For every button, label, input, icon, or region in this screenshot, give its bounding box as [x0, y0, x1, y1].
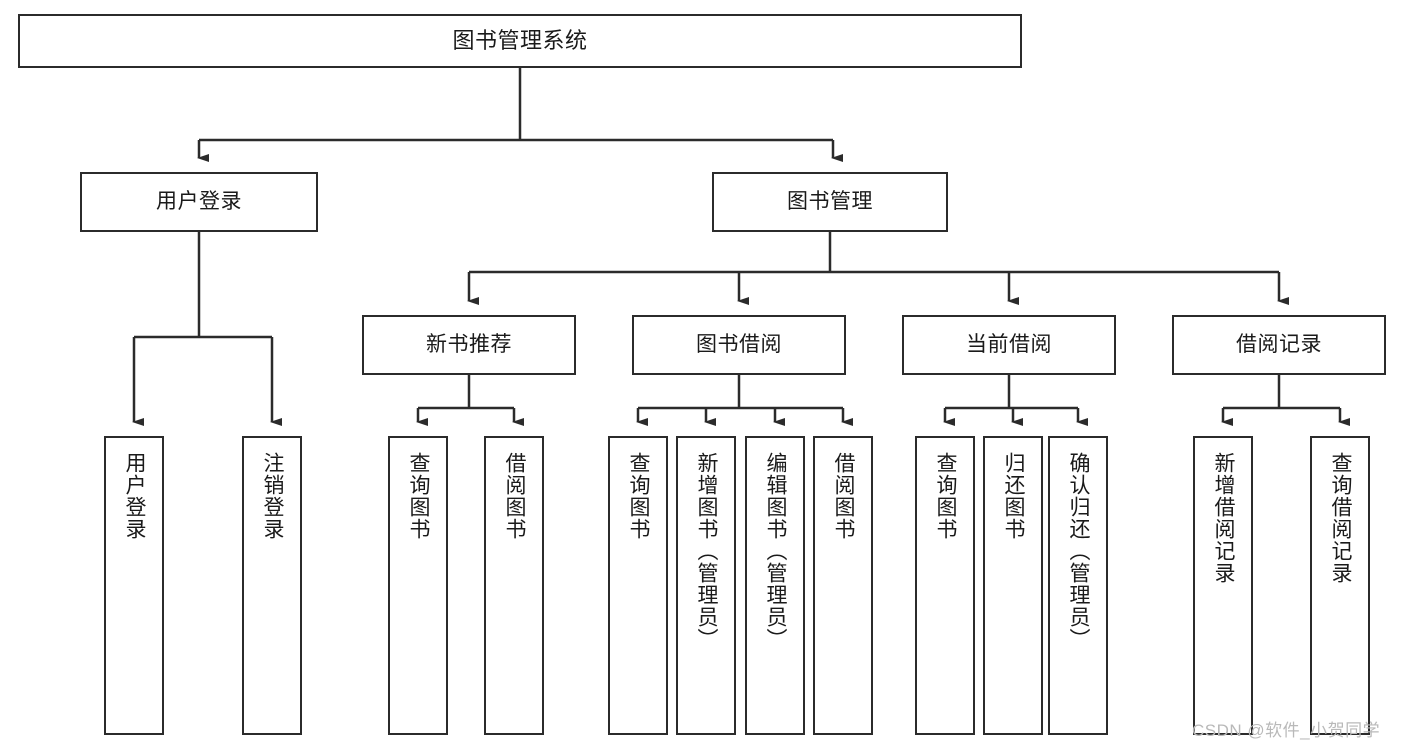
node-leaf-borrow-book-2-label: 借阅图书 [832, 452, 856, 540]
node-leaf-query-book-3[interactable]: 查询图书 [915, 436, 975, 735]
node-leaf-query-borrow-record-label: 查询借阅记录 [1329, 452, 1353, 584]
node-leaf-borrow-book-1-label: 借阅图书 [503, 452, 527, 540]
node-user-login-label: 用户登录 [156, 189, 242, 213]
node-book-management-label: 图书管理 [787, 189, 873, 213]
node-leaf-confirm-return-admin[interactable]: 确认归还（管理员） [1048, 436, 1108, 735]
node-leaf-add-book-admin-label: 新增图书（管理员） [695, 452, 719, 650]
node-borrow-record-label: 借阅记录 [1236, 332, 1322, 356]
node-current-borrow[interactable]: 当前借阅 [902, 315, 1116, 375]
node-leaf-query-book-1-label: 查询图书 [407, 452, 431, 540]
node-leaf-query-book-2-label: 查询图书 [627, 452, 651, 540]
node-leaf-borrow-book-2[interactable]: 借阅图书 [813, 436, 873, 735]
node-leaf-borrow-book-1[interactable]: 借阅图书 [484, 436, 544, 735]
node-new-book-recommend-label: 新书推荐 [426, 332, 512, 356]
node-leaf-add-book-admin[interactable]: 新增图书（管理员） [676, 436, 736, 735]
csdn-watermark: CSDN @软件_小贺同学 [1192, 721, 1381, 740]
node-current-borrow-label: 当前借阅 [966, 332, 1052, 356]
node-root-label: 图书管理系统 [452, 28, 588, 54]
node-leaf-query-book-1[interactable]: 查询图书 [388, 436, 448, 735]
node-leaf-return-book-label: 归还图书 [1002, 452, 1026, 540]
node-leaf-query-borrow-record[interactable]: 查询借阅记录 [1310, 436, 1370, 735]
node-leaf-user-login[interactable]: 用户登录 [104, 436, 164, 735]
node-book-borrow[interactable]: 图书借阅 [632, 315, 846, 375]
node-leaf-return-book[interactable]: 归还图书 [983, 436, 1043, 735]
node-book-borrow-label: 图书借阅 [696, 332, 782, 356]
node-leaf-edit-book-admin[interactable]: 编辑图书（管理员） [745, 436, 805, 735]
node-user-login[interactable]: 用户登录 [80, 172, 318, 232]
node-leaf-add-borrow-record[interactable]: 新增借阅记录 [1193, 436, 1253, 735]
node-book-management[interactable]: 图书管理 [712, 172, 948, 232]
node-new-book-recommend[interactable]: 新书推荐 [362, 315, 576, 375]
node-leaf-user-login-label: 用户登录 [123, 452, 147, 540]
node-leaf-confirm-return-admin-label: 确认归还（管理员） [1067, 452, 1091, 650]
node-leaf-add-borrow-record-label: 新增借阅记录 [1212, 452, 1236, 584]
node-leaf-logout-login[interactable]: 注销登录 [242, 436, 302, 735]
node-leaf-query-book-3-label: 查询图书 [934, 452, 958, 540]
node-borrow-record[interactable]: 借阅记录 [1172, 315, 1386, 375]
node-root[interactable]: 图书管理系统 [18, 14, 1022, 68]
node-leaf-logout-login-label: 注销登录 [261, 452, 285, 540]
node-leaf-query-book-2[interactable]: 查询图书 [608, 436, 668, 735]
node-leaf-edit-book-admin-label: 编辑图书（管理员） [764, 452, 788, 650]
